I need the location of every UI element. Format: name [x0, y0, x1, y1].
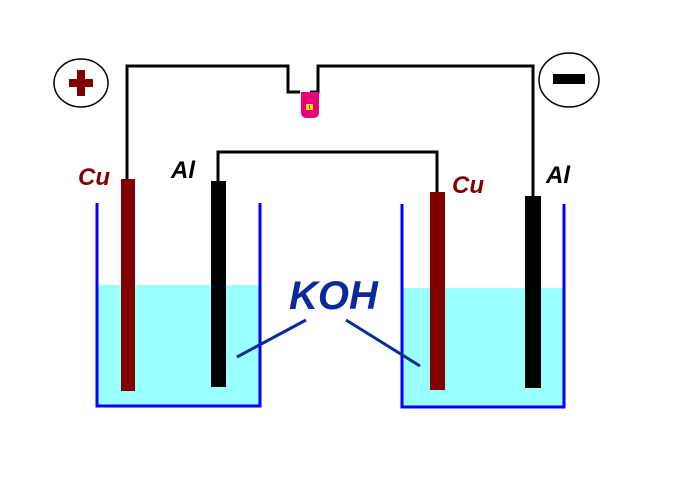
koh-pointer-right [345, 318, 421, 368]
label-right-cu: Cu [452, 172, 484, 199]
right-aluminium-electrode [525, 196, 541, 388]
right-beaker [400, 204, 566, 409]
minus-sign-icon [538, 52, 600, 108]
left-aluminium-electrode [211, 181, 226, 387]
left-beaker [95, 203, 262, 408]
negative-wire [310, 64, 535, 196]
label-right-al: Al [545, 162, 571, 189]
positive-wire [125, 64, 300, 180]
plus-sign-icon [53, 58, 109, 108]
right-copper-electrode [430, 192, 445, 390]
bridge-wire [216, 150, 439, 192]
label-electrolyte: KOH [289, 274, 379, 318]
led-icon [301, 92, 319, 118]
left-copper-electrode [121, 179, 135, 391]
label-left-cu: Cu [78, 164, 110, 191]
koh-pointer-left [236, 318, 307, 359]
label-left-al: Al [170, 157, 196, 184]
